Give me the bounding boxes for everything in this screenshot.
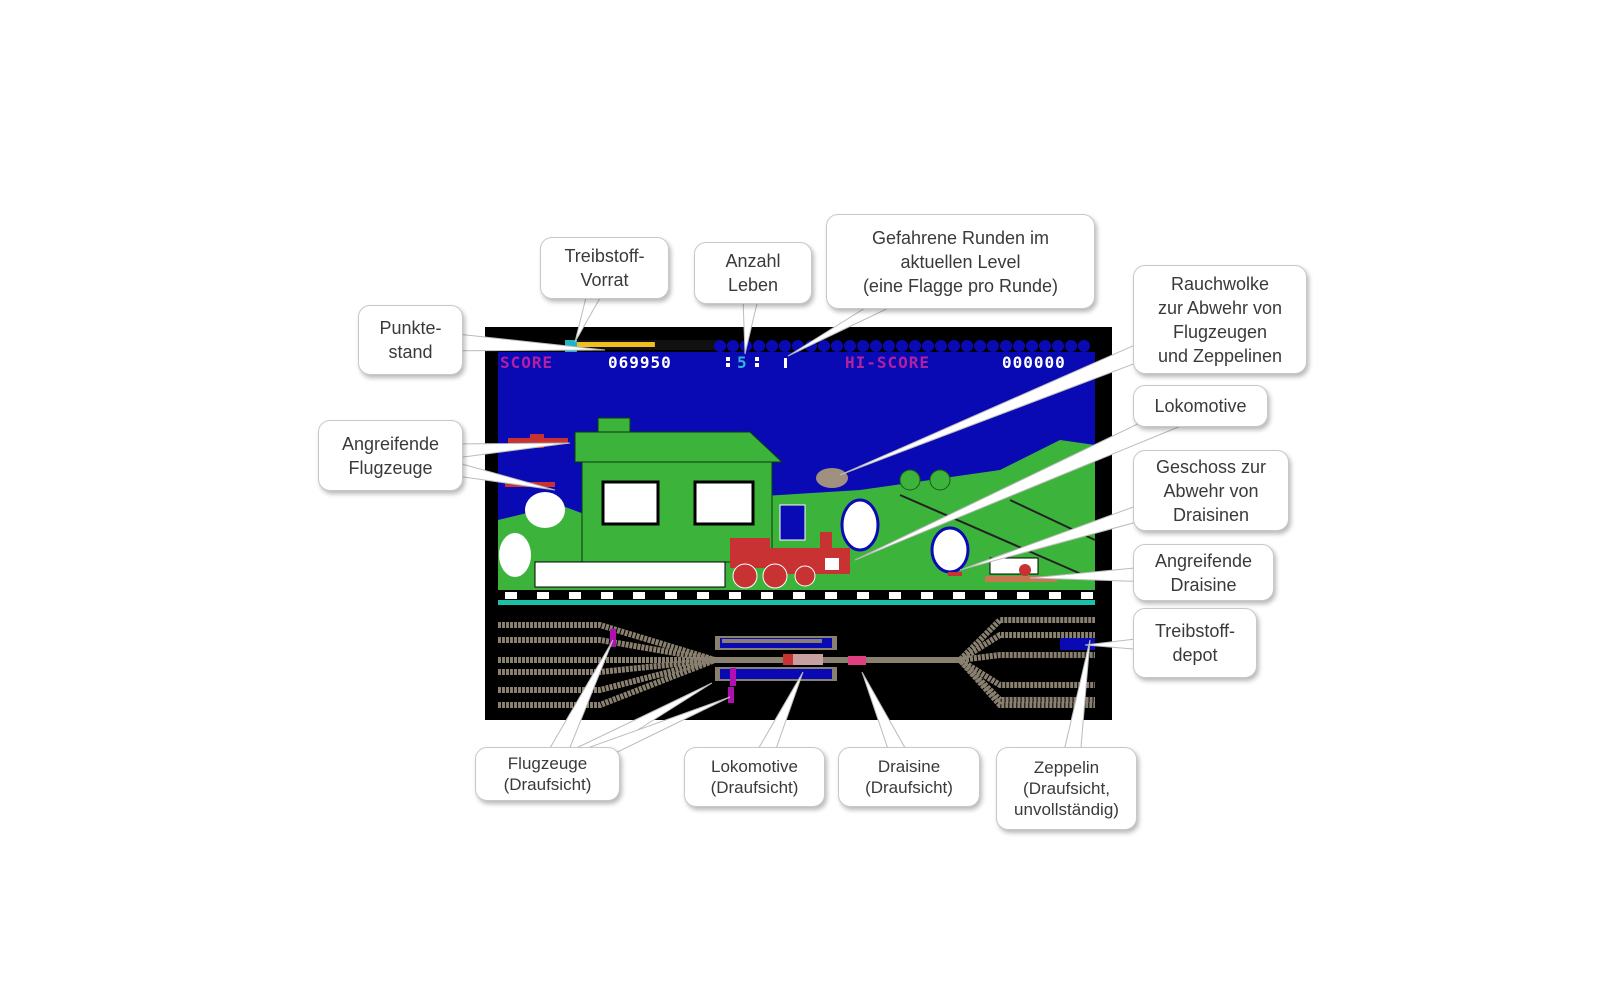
callout-flugzeuge-draufsicht: Flugzeuge (Draufsicht) xyxy=(475,747,620,801)
plane-topview xyxy=(728,687,734,703)
locomotive xyxy=(730,504,850,589)
score-label: SCORE xyxy=(500,353,553,372)
score-value: 069950 xyxy=(608,353,672,372)
hiscore-label: HI-SCORE xyxy=(845,353,930,372)
trees xyxy=(499,469,970,577)
callout-treibstoff-vorrat: Treibstoff- Vorrat xyxy=(540,237,669,299)
attacking-draisine xyxy=(985,557,1057,582)
rail xyxy=(498,600,1095,605)
house xyxy=(534,417,784,588)
projectile xyxy=(948,572,962,576)
callout-geschoss: Geschoss zur Abwehr von Draisinen xyxy=(1133,450,1289,531)
callout-anzahl-leben: Anzahl Leben xyxy=(694,242,812,304)
plane-topview xyxy=(610,629,616,647)
callout-lokomotive-draufsicht: Lokomotive (Draufsicht) xyxy=(684,747,825,807)
locomotive-topview xyxy=(783,654,823,665)
plane-topview xyxy=(730,668,736,686)
smoke-cloud xyxy=(816,468,848,488)
draisine-topview xyxy=(848,656,866,665)
callout-angreifende-flugzeuge: Angreifende Flugzeuge xyxy=(318,420,463,491)
hiscore-value: 000000 xyxy=(1002,353,1066,372)
callout-rauchwolke: Rauchwolke zur Abwehr von Flugzeugen und… xyxy=(1133,265,1307,374)
callout-zeppelin-draufsicht: Zeppelin (Draufsicht, unvollständig) xyxy=(996,747,1137,830)
callout-lokomotive: Lokomotive xyxy=(1133,385,1268,427)
callout-gefahrene-runden: Gefahrene Runden im aktuellen Level (ein… xyxy=(826,214,1095,309)
callout-treibstoffdepot: Treibstoff- depot xyxy=(1133,608,1257,678)
fuel-depot-topview xyxy=(1060,638,1095,650)
round-flag xyxy=(784,358,787,368)
lives-value: 5 xyxy=(737,353,748,372)
fuel-bar-fill xyxy=(565,342,655,347)
callout-draisine-draufsicht: Draisine (Draufsicht) xyxy=(838,747,980,807)
callout-angreifende-draisine: Angreifende Draisine xyxy=(1133,544,1274,601)
callout-punktestand: Punkte- stand xyxy=(358,305,463,375)
